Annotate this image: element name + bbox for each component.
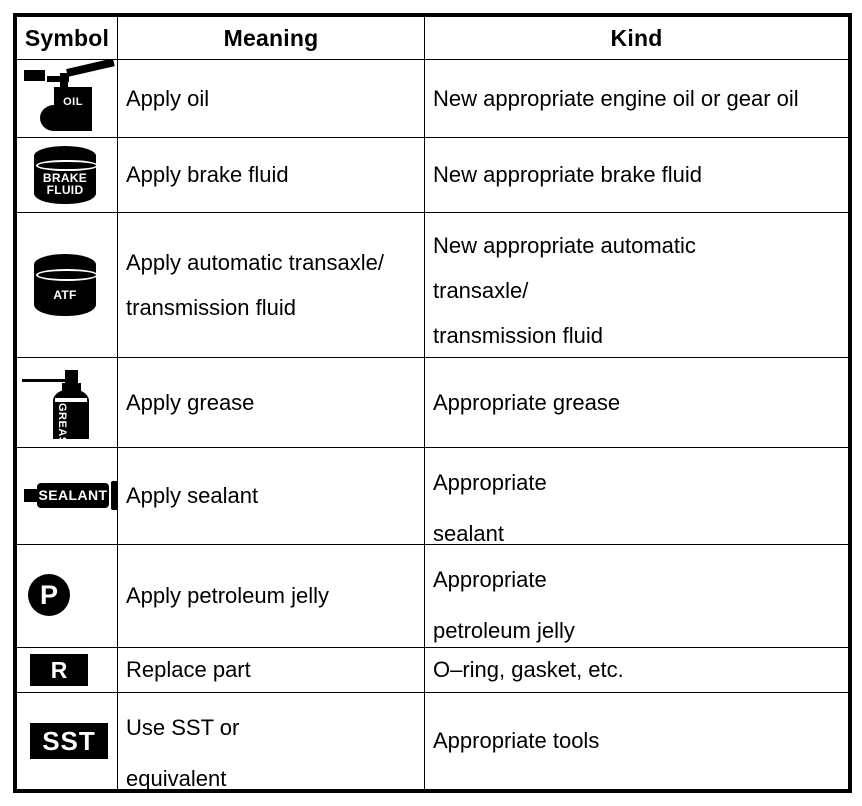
- symbol-cell-sst: SST: [17, 693, 118, 789]
- atf-can-icon: ATF: [34, 254, 98, 316]
- can-rim: [36, 268, 98, 281]
- kind-cell-replace-part: O–ring, gasket, etc.: [425, 648, 848, 692]
- symbol-cell-oil: OIL: [17, 60, 118, 137]
- meaning-cell-grease: Apply grease: [118, 358, 425, 447]
- kind-cell-petroleum-jelly: Appropriate petroleum jelly: [425, 545, 848, 647]
- symbol-cell-replace-part: R: [17, 648, 118, 692]
- oil-can-label: OIL: [63, 95, 83, 108]
- oil-can-handle: [47, 75, 69, 82]
- sealant-tube-icon: SEALANT: [24, 481, 117, 511]
- sst-icon: SST: [30, 723, 108, 759]
- meaning-text: Apply brake fluid: [126, 162, 289, 188]
- symbol-cell-sealant: SEALANT: [17, 448, 118, 544]
- oil-can-icon: OIL: [24, 60, 115, 131]
- column-header-symbol-label: Symbol: [24, 24, 110, 51]
- can-rim: [36, 159, 98, 172]
- table-row: ATF Apply automatic transaxle/ transmiss…: [17, 213, 848, 358]
- meaning-text: Apply petroleum jelly: [126, 583, 329, 609]
- meaning-cell-brake-fluid: Apply brake fluid: [118, 138, 425, 212]
- kind-text: New appropriate automatic transaxle/ tra…: [433, 233, 696, 349]
- meaning-cell-replace-part: Replace part: [118, 648, 425, 692]
- petroleum-jelly-label: P: [39, 580, 58, 610]
- sealant-body: [37, 483, 109, 508]
- oil-can-tab: [24, 69, 45, 81]
- oil-can-neck: [60, 72, 68, 89]
- sealant-nozzle: [24, 489, 38, 502]
- kind-cell-oil: New appropriate engine oil or gear oil: [425, 60, 848, 137]
- symbol-cell-petroleum-jelly: P: [17, 545, 118, 647]
- replace-part-label: R: [50, 657, 68, 683]
- table-row: SEALANT Apply sealant Appropriate sealan…: [17, 448, 848, 545]
- kind-text: Appropriate grease: [433, 389, 621, 415]
- column-header-kind: Kind: [425, 17, 848, 59]
- symbol-legend-table: Symbol Meaning Kind: [13, 13, 852, 793]
- meaning-cell-sst: Use SST or equivalent: [118, 693, 425, 789]
- meaning-text: Apply sealant: [126, 483, 259, 509]
- sealant-crimp-tail: [111, 481, 117, 510]
- petroleum-jelly-icon: P: [28, 574, 72, 618]
- kind-text: New appropriate brake fluid: [433, 162, 703, 188]
- kind-text: Appropriate petroleum jelly: [433, 567, 575, 643]
- petroleum-jelly-circle: [28, 574, 70, 616]
- table-row: GREASE Apply grease Appropriate grease: [17, 358, 848, 448]
- grease-cap: [65, 369, 78, 384]
- column-header-kind-label: Kind: [610, 24, 663, 51]
- table-row: P Apply petroleum jelly Appropriate petr…: [17, 545, 848, 648]
- column-header-symbol: Symbol: [17, 17, 118, 59]
- oil-drop-shape: [40, 104, 68, 131]
- oil-can-spout: [66, 60, 115, 77]
- meaning-cell-atf: Apply automatic transaxle/ transmission …: [118, 213, 425, 357]
- kind-text: Appropriate tools: [433, 728, 600, 754]
- meaning-cell-petroleum-jelly: Apply petroleum jelly: [118, 545, 425, 647]
- atf-label: ATF: [53, 287, 77, 302]
- meaning-text: Replace part: [126, 657, 251, 683]
- grease-body: [53, 400, 89, 439]
- sealant-label: SEALANT: [38, 487, 108, 503]
- grease-nozzle-line: [22, 378, 66, 382]
- meaning-cell-oil: Apply oil: [118, 60, 425, 137]
- grease-cartridge-icon: GREASE: [22, 367, 110, 448]
- replace-part-icon: R: [30, 654, 88, 686]
- meaning-text: Use SST or equivalent: [126, 715, 240, 789]
- kind-cell-sst: Appropriate tools: [425, 693, 848, 789]
- symbol-cell-grease: GREASE: [17, 358, 118, 447]
- meaning-text: Apply oil: [126, 85, 210, 111]
- kind-cell-brake-fluid: New appropriate brake fluid: [425, 138, 848, 212]
- meaning-text: Apply automatic transaxle/ transmission …: [126, 249, 385, 320]
- column-header-meaning-label: Meaning: [223, 24, 319, 51]
- brake-fluid-label-line1: BRAKE: [42, 170, 88, 185]
- kind-cell-grease: Appropriate grease: [425, 358, 848, 447]
- table-row: SST Use SST or equivalent Appropriate to…: [17, 693, 848, 789]
- kind-text: New appropriate engine oil or gear oil: [433, 85, 799, 111]
- kind-cell-sealant: Appropriate sealant: [425, 448, 848, 544]
- brake-fluid-label-line2: FLUID: [46, 182, 84, 197]
- meaning-cell-sealant: Apply sealant: [118, 448, 425, 544]
- grease-ring: [55, 397, 87, 402]
- table-header-row: Symbol Meaning Kind: [17, 17, 848, 60]
- grease-neck: [62, 382, 81, 391]
- table-row: OIL Apply oil New appropriate engine oil…: [17, 60, 848, 138]
- column-header-meaning: Meaning: [118, 17, 425, 59]
- grease-label: GREASE: [56, 402, 68, 448]
- table-row: R Replace part O–ring, gasket, etc.: [17, 648, 848, 693]
- sst-label: SST: [42, 726, 96, 756]
- kind-text: O–ring, gasket, etc.: [433, 657, 624, 683]
- meaning-text: Apply grease: [126, 389, 255, 415]
- kind-text: Appropriate sealant: [433, 470, 547, 544]
- symbol-cell-atf: ATF: [17, 213, 118, 357]
- kind-cell-atf: New appropriate automatic transaxle/ tra…: [425, 213, 848, 357]
